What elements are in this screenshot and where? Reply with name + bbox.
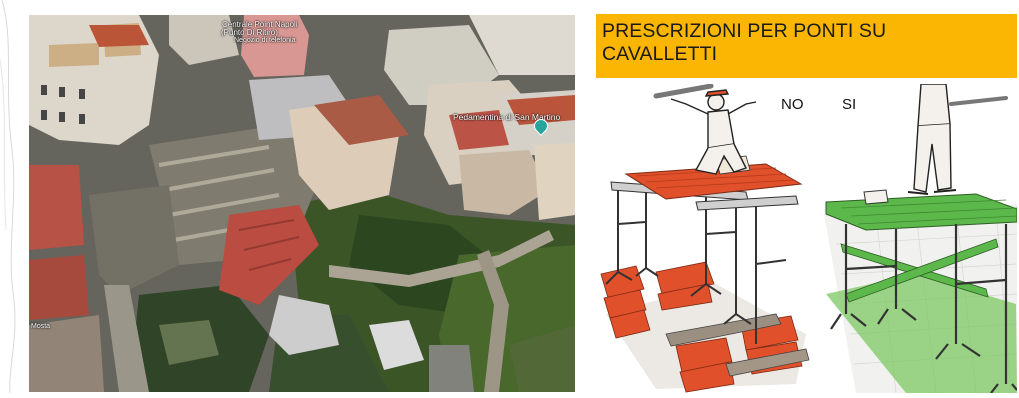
map-label-negozio: Negozio di telefonia xyxy=(234,37,296,44)
aerial-photo: Centrale Point Napoli (Punto Di Ritiro) … xyxy=(29,15,575,392)
wrong-example-label: NO xyxy=(781,96,804,113)
slide-title: PRESCRIZIONI PER PONTI SU CAVALLETTI xyxy=(602,20,887,65)
trestle-scaffold-illustration: NO SI xyxy=(596,84,1017,393)
correct-example-label: SI xyxy=(842,96,857,113)
map-label-punto-ritiro: (Punto Di Ritiro) xyxy=(221,28,278,37)
map-label-centrale-point: Centrale Point Napoli xyxy=(222,20,298,29)
map-label-pedamentina: Pedamentina di San Martino xyxy=(453,112,561,122)
slide-edge-decoration xyxy=(0,0,26,394)
title-banner: PRESCRIZIONI PER PONTI SU CAVALLETTI xyxy=(596,14,1017,78)
map-label-mosta: Mosta xyxy=(31,323,51,330)
correct-example-drawing xyxy=(824,84,1017,393)
wrong-example-drawing xyxy=(600,84,810,393)
